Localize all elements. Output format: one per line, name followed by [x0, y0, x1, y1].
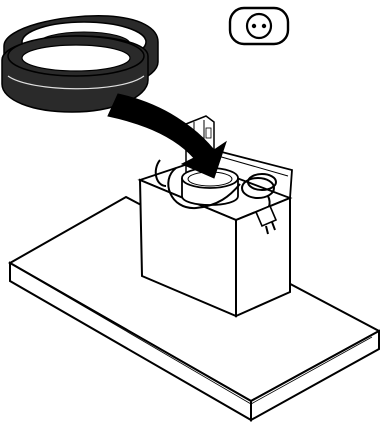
power-socket-icon — [230, 8, 288, 44]
charcoal-filter-pair — [2, 16, 158, 112]
